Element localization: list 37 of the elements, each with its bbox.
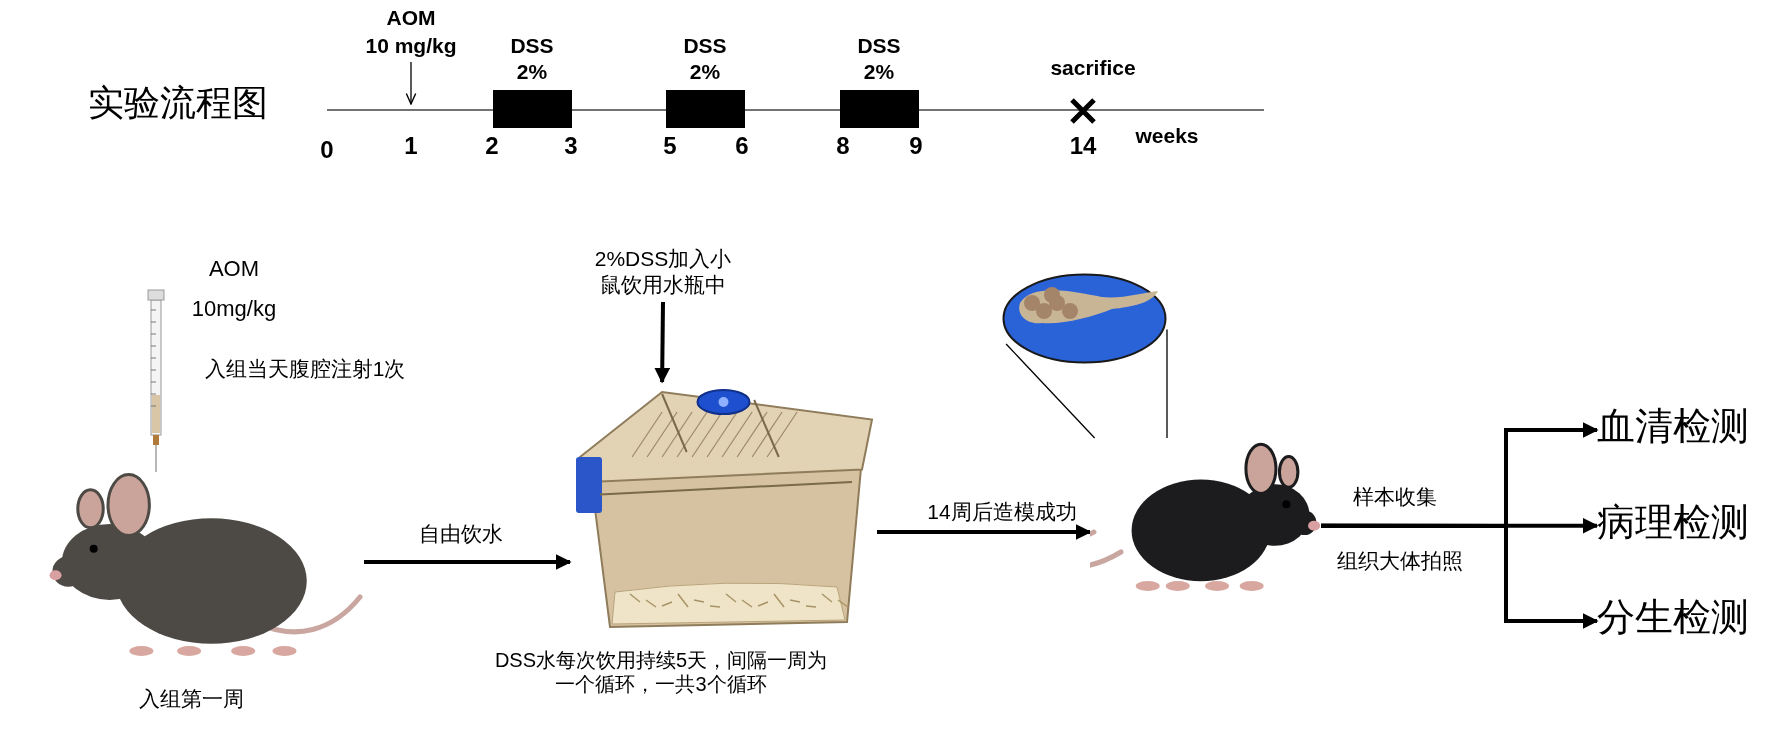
arrow [654,301,671,384]
dose-label: 10 mg/kg [365,34,457,59]
week-number: 8 [836,132,850,160]
leader-line [1005,343,1096,439]
assay-label: 分生检测 [1597,595,1750,640]
week-number: 6 [735,132,749,160]
assay-label: 病理检测 [1597,500,1750,545]
week-number: 9 [909,132,923,160]
axis-unit-label: weeks [1135,124,1199,149]
edge-label: 样本收集 [1351,485,1439,510]
endpoint-label: sacrifice [1050,56,1136,81]
week-number: 3 [564,132,578,160]
week-number: 14 [1069,132,1097,160]
edge-label: 14周后造模成功 [925,500,1079,525]
assay-label: 血清检测 [1597,404,1750,449]
leader-line [1166,328,1168,439]
annotation-text: 入组当天腹腔注射1次 [204,357,406,382]
treatment-label: DSS [683,34,727,59]
dose-label: AOM [386,6,436,31]
treatment-label: DSS [510,34,554,59]
arrow [877,524,1092,540]
dose-label: AOM [208,256,260,282]
caption-text: DSS水每次饮用持续5天，间隔一周为一个循环，一共3个循环 [493,648,829,696]
diagram-title: 实验流程图 [88,82,268,124]
concentration-label: 2% [689,60,721,85]
arrow [1321,523,1599,629]
week-number: 2 [485,132,499,160]
annotation-text: 2%DSS加入小鼠饮用水瓶中 [593,246,733,299]
week-number: 1 [404,132,418,160]
concentration-label: 2% [516,60,548,85]
week-number: 5 [663,132,677,160]
caption-text: 入组第一周 [137,686,245,712]
week-number: 0 [320,136,334,164]
arrow [364,554,572,570]
concentration-label: 2% [863,60,895,85]
treatment-label: DSS [857,34,901,59]
dose-label: 10mg/kg [191,296,277,322]
